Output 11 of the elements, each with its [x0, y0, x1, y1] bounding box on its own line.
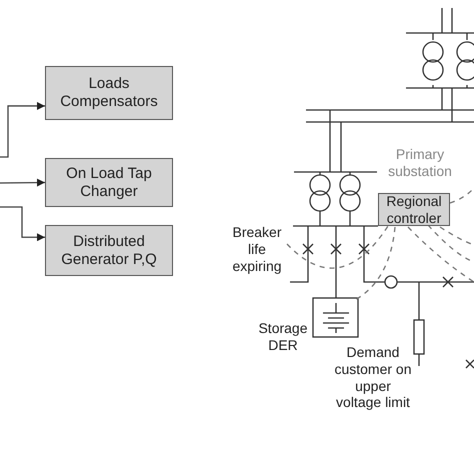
substation-label: Primary substation [387, 146, 453, 180]
breaker-label: Breaker life expiring [231, 224, 283, 274]
arrow [0, 206, 45, 242]
demand-label: Demand customer on upper voltage limit [333, 344, 413, 412]
storage-label: Storage DER [257, 320, 309, 354]
process-box: Distributed Generator P,Q [45, 225, 173, 276]
process-box: Loads Compensators [45, 66, 173, 120]
process-box: Regional controler [378, 193, 450, 226]
arrow [0, 102, 45, 158]
arrow [0, 178, 45, 187]
process-box: On Load Tap Changer [45, 158, 173, 207]
